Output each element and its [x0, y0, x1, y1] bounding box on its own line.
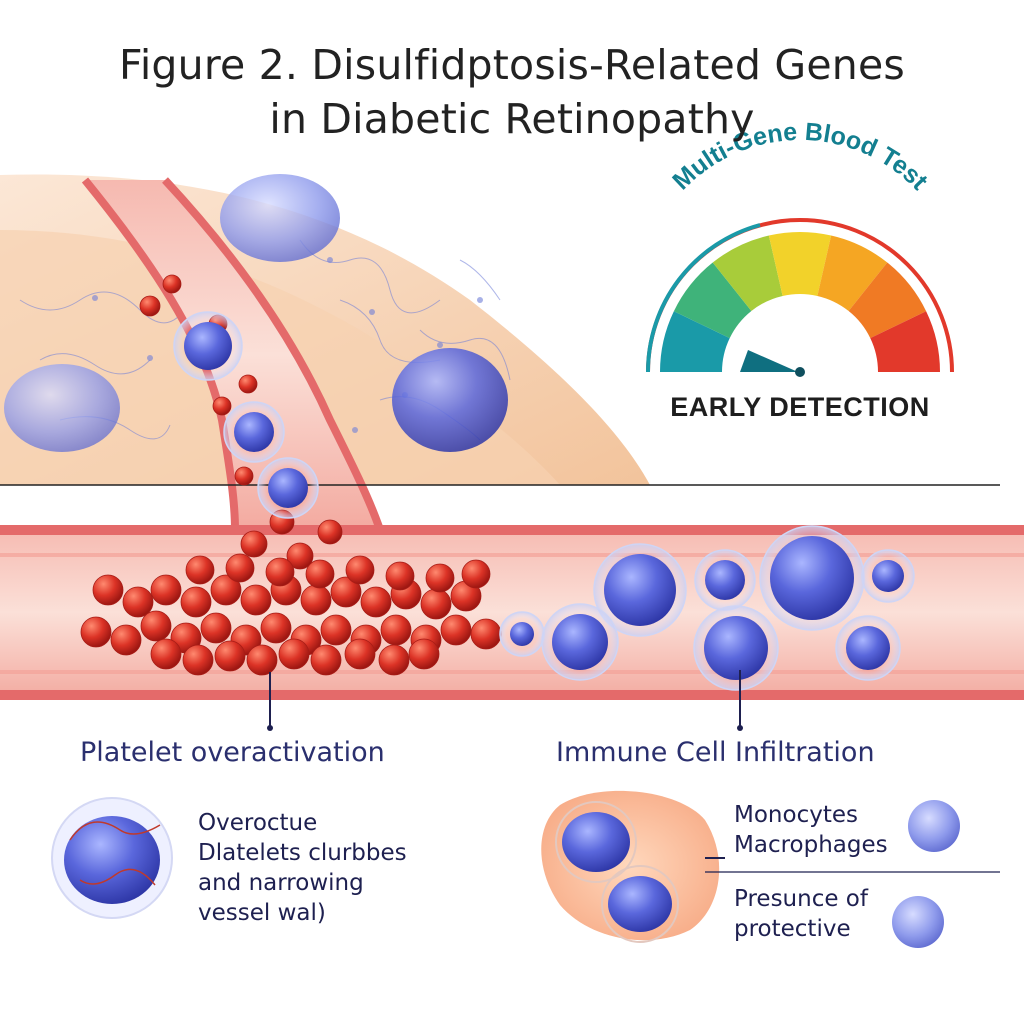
immune-cell	[552, 614, 608, 670]
red-blood-cell	[278, 638, 310, 670]
immune-cell-group	[173, 311, 915, 691]
red-blood-cell	[139, 295, 161, 317]
immune-infiltration-illustration	[541, 790, 1000, 948]
gauge-segment	[848, 262, 927, 339]
immune-cell	[770, 536, 854, 620]
immune-cell-types: Monocytes Macrophages	[734, 800, 888, 860]
immune-cell	[705, 560, 745, 600]
red-blood-cell-cluster	[80, 274, 502, 676]
red-blood-cell	[210, 574, 242, 606]
red-blood-cell	[182, 644, 214, 676]
protective-presence-note: Presunce of protective	[734, 884, 868, 944]
tissue-cell	[220, 174, 340, 262]
gauge-segment	[712, 235, 783, 312]
red-blood-cell	[234, 466, 254, 486]
red-blood-cell	[378, 644, 410, 676]
red-blood-cell	[408, 638, 440, 670]
platelet-desc-line: Overoctue	[198, 810, 318, 836]
red-blood-cell	[265, 557, 295, 587]
early-detection-label: EARLY DETECTION	[670, 392, 930, 422]
red-blood-cell	[345, 555, 375, 585]
red-blood-cell	[330, 576, 362, 608]
figure-title-line-2: in Diabetic Retinopathy	[269, 95, 755, 143]
red-blood-cell	[385, 561, 415, 591]
immune-cell	[268, 468, 308, 508]
gauge-segment	[817, 235, 888, 312]
platelet-desc-line: Dlatelets clurbbes	[198, 840, 407, 866]
red-blood-cell	[260, 612, 292, 644]
immune-cell	[184, 322, 232, 370]
gauge-segment	[673, 262, 752, 339]
red-blood-cell	[461, 559, 491, 589]
platelet-heading: Platelet overactivation	[80, 737, 385, 768]
red-blood-cell	[140, 610, 172, 642]
red-blood-cell	[214, 640, 246, 672]
immune-cell	[704, 616, 768, 680]
immune-cell	[846, 626, 890, 670]
red-blood-cell	[162, 274, 182, 294]
red-blood-cell	[246, 644, 278, 676]
gauge-segment	[870, 311, 940, 372]
figure-title-line-1: Figure 2. Disulfidptosis-Related Genes	[119, 41, 905, 89]
red-blood-cell	[110, 624, 142, 656]
red-blood-cell	[360, 586, 392, 618]
red-blood-cell	[380, 614, 412, 646]
red-blood-cell	[200, 612, 232, 644]
protective-line: protective	[734, 916, 851, 942]
red-blood-cell	[240, 530, 268, 558]
pointer-line-platelet	[267, 672, 273, 731]
red-blood-cell	[317, 519, 343, 545]
protective-line: Presunce of	[734, 886, 868, 912]
immune-cell	[604, 554, 676, 626]
tissue-cell	[4, 364, 120, 452]
immune-cell	[872, 560, 904, 592]
pointer-line-immune	[737, 670, 743, 731]
red-blood-cell	[425, 563, 455, 593]
red-blood-cell	[440, 614, 472, 646]
immune-heading: Immune Cell Infiltration	[556, 737, 875, 768]
red-blood-cell	[310, 644, 342, 676]
red-blood-cell	[470, 618, 502, 650]
red-blood-cell	[122, 586, 154, 618]
red-blood-cell	[185, 555, 215, 585]
gauge-needle	[740, 350, 798, 372]
red-blood-cell	[92, 574, 124, 606]
red-blood-cell	[320, 614, 352, 646]
platelet-desc-line: and narrowing	[198, 870, 364, 896]
tissue-cell	[392, 348, 508, 452]
immune-cell	[234, 412, 274, 452]
overactive-platelet-illustration	[51, 797, 173, 919]
platelet-description: Overoctue Dlatelets clurbbes and narrowi…	[198, 808, 407, 928]
gauge-segment	[768, 232, 832, 296]
red-blood-cell	[150, 574, 182, 606]
immune-cell	[510, 622, 534, 646]
red-blood-cell	[300, 584, 332, 616]
gauge-segment	[660, 311, 730, 372]
immune-type-line: Monocytes	[734, 802, 858, 828]
red-blood-cell	[240, 584, 272, 616]
red-blood-cell	[180, 586, 212, 618]
red-blood-cell	[420, 588, 452, 620]
red-blood-cell	[286, 542, 314, 570]
immune-type-line: Macrophages	[734, 832, 888, 858]
red-blood-cell	[80, 616, 112, 648]
gauge-rim	[645, 223, 761, 373]
blood-test-gauge: Multi-Gene Blood Test	[645, 118, 954, 377]
red-blood-cell	[344, 638, 376, 670]
red-blood-cell	[225, 553, 255, 583]
platelet-desc-line: vessel wal)	[198, 900, 326, 926]
red-blood-cell	[212, 396, 232, 416]
red-blood-cell	[150, 638, 182, 670]
red-blood-cell	[238, 374, 258, 394]
red-blood-cell	[305, 559, 335, 589]
figure-title: Figure 2. Disulfidptosis-Related Genes i…	[0, 38, 1024, 146]
